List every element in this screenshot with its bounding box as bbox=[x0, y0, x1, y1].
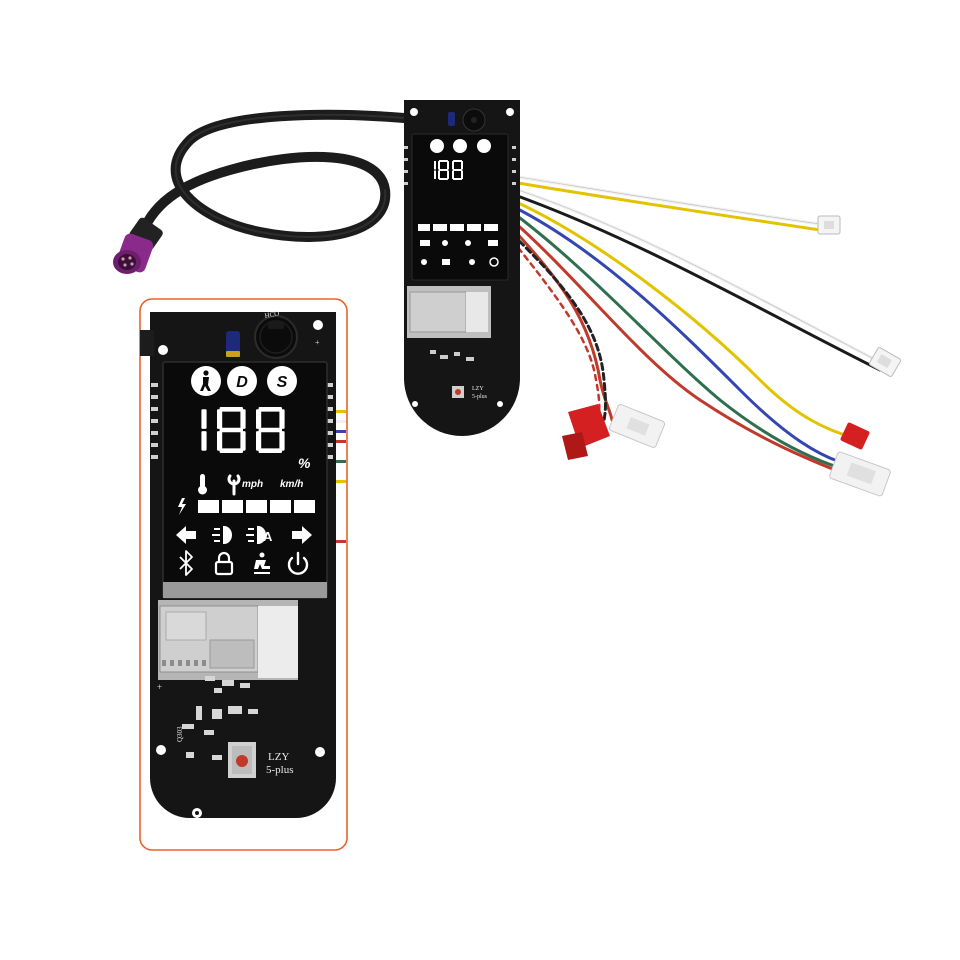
unit-mph: mph bbox=[242, 479, 263, 490]
main-cable bbox=[135, 109, 409, 245]
arrow-left-icon bbox=[176, 526, 196, 544]
wrench-icon bbox=[227, 474, 241, 496]
mount-hole bbox=[156, 745, 166, 755]
thermometer-icon bbox=[198, 474, 207, 495]
auto-headlight-icon bbox=[246, 525, 266, 545]
pcb-board-small: LZY 5-plus bbox=[404, 100, 520, 436]
bluetooth-icon bbox=[179, 550, 193, 576]
mount-hole bbox=[313, 320, 323, 330]
connector-small-right bbox=[868, 347, 902, 377]
connector-red-bottom bbox=[562, 404, 610, 460]
connector-white-right bbox=[829, 451, 891, 497]
wire-stubs bbox=[336, 410, 346, 543]
header-pins bbox=[151, 383, 333, 459]
wire-harness bbox=[510, 174, 882, 474]
mount-hole bbox=[158, 345, 168, 355]
smd-components bbox=[182, 676, 258, 760]
bluetooth-module bbox=[158, 600, 298, 680]
board-label-line2: 5-plus bbox=[266, 764, 294, 776]
cruise-icon bbox=[254, 552, 270, 574]
component-ref: Q303 bbox=[176, 726, 184, 742]
reset-button bbox=[228, 742, 256, 778]
buzzer bbox=[254, 315, 298, 359]
sport-mode-icon bbox=[267, 366, 297, 396]
led-component bbox=[226, 331, 240, 357]
battery-bar bbox=[198, 500, 315, 513]
lcd-display: D S % mph km/h bbox=[162, 361, 328, 599]
power-icon bbox=[287, 551, 309, 575]
lightning-icon bbox=[178, 498, 186, 515]
connector-white-bottom bbox=[608, 404, 666, 448]
drive-mode-icon bbox=[227, 366, 257, 396]
board-label-line1: LZY bbox=[268, 751, 289, 763]
svg-text:HCO: HCO bbox=[264, 310, 280, 320]
svg-text:+: + bbox=[157, 682, 162, 692]
mode-d-label: D bbox=[236, 374, 248, 391]
pcb-board-large: + + HCO bbox=[140, 310, 346, 818]
headlight-icon bbox=[212, 525, 232, 545]
mount-hole bbox=[315, 747, 325, 757]
connector-small-top bbox=[817, 215, 841, 235]
svg-text:+: + bbox=[315, 338, 320, 347]
auto-light-letter: A bbox=[263, 529, 273, 544]
svg-text:LZY: LZY bbox=[472, 386, 484, 392]
mode-s-label: S bbox=[277, 374, 288, 391]
round-connector bbox=[113, 217, 163, 274]
connector-red-right bbox=[840, 422, 870, 450]
arrow-right-icon bbox=[292, 526, 312, 544]
percent-symbol: % bbox=[298, 455, 311, 471]
lock-icon bbox=[214, 551, 234, 576]
svg-text:5-plus: 5-plus bbox=[472, 394, 488, 400]
unit-kmh: km/h bbox=[280, 479, 303, 490]
